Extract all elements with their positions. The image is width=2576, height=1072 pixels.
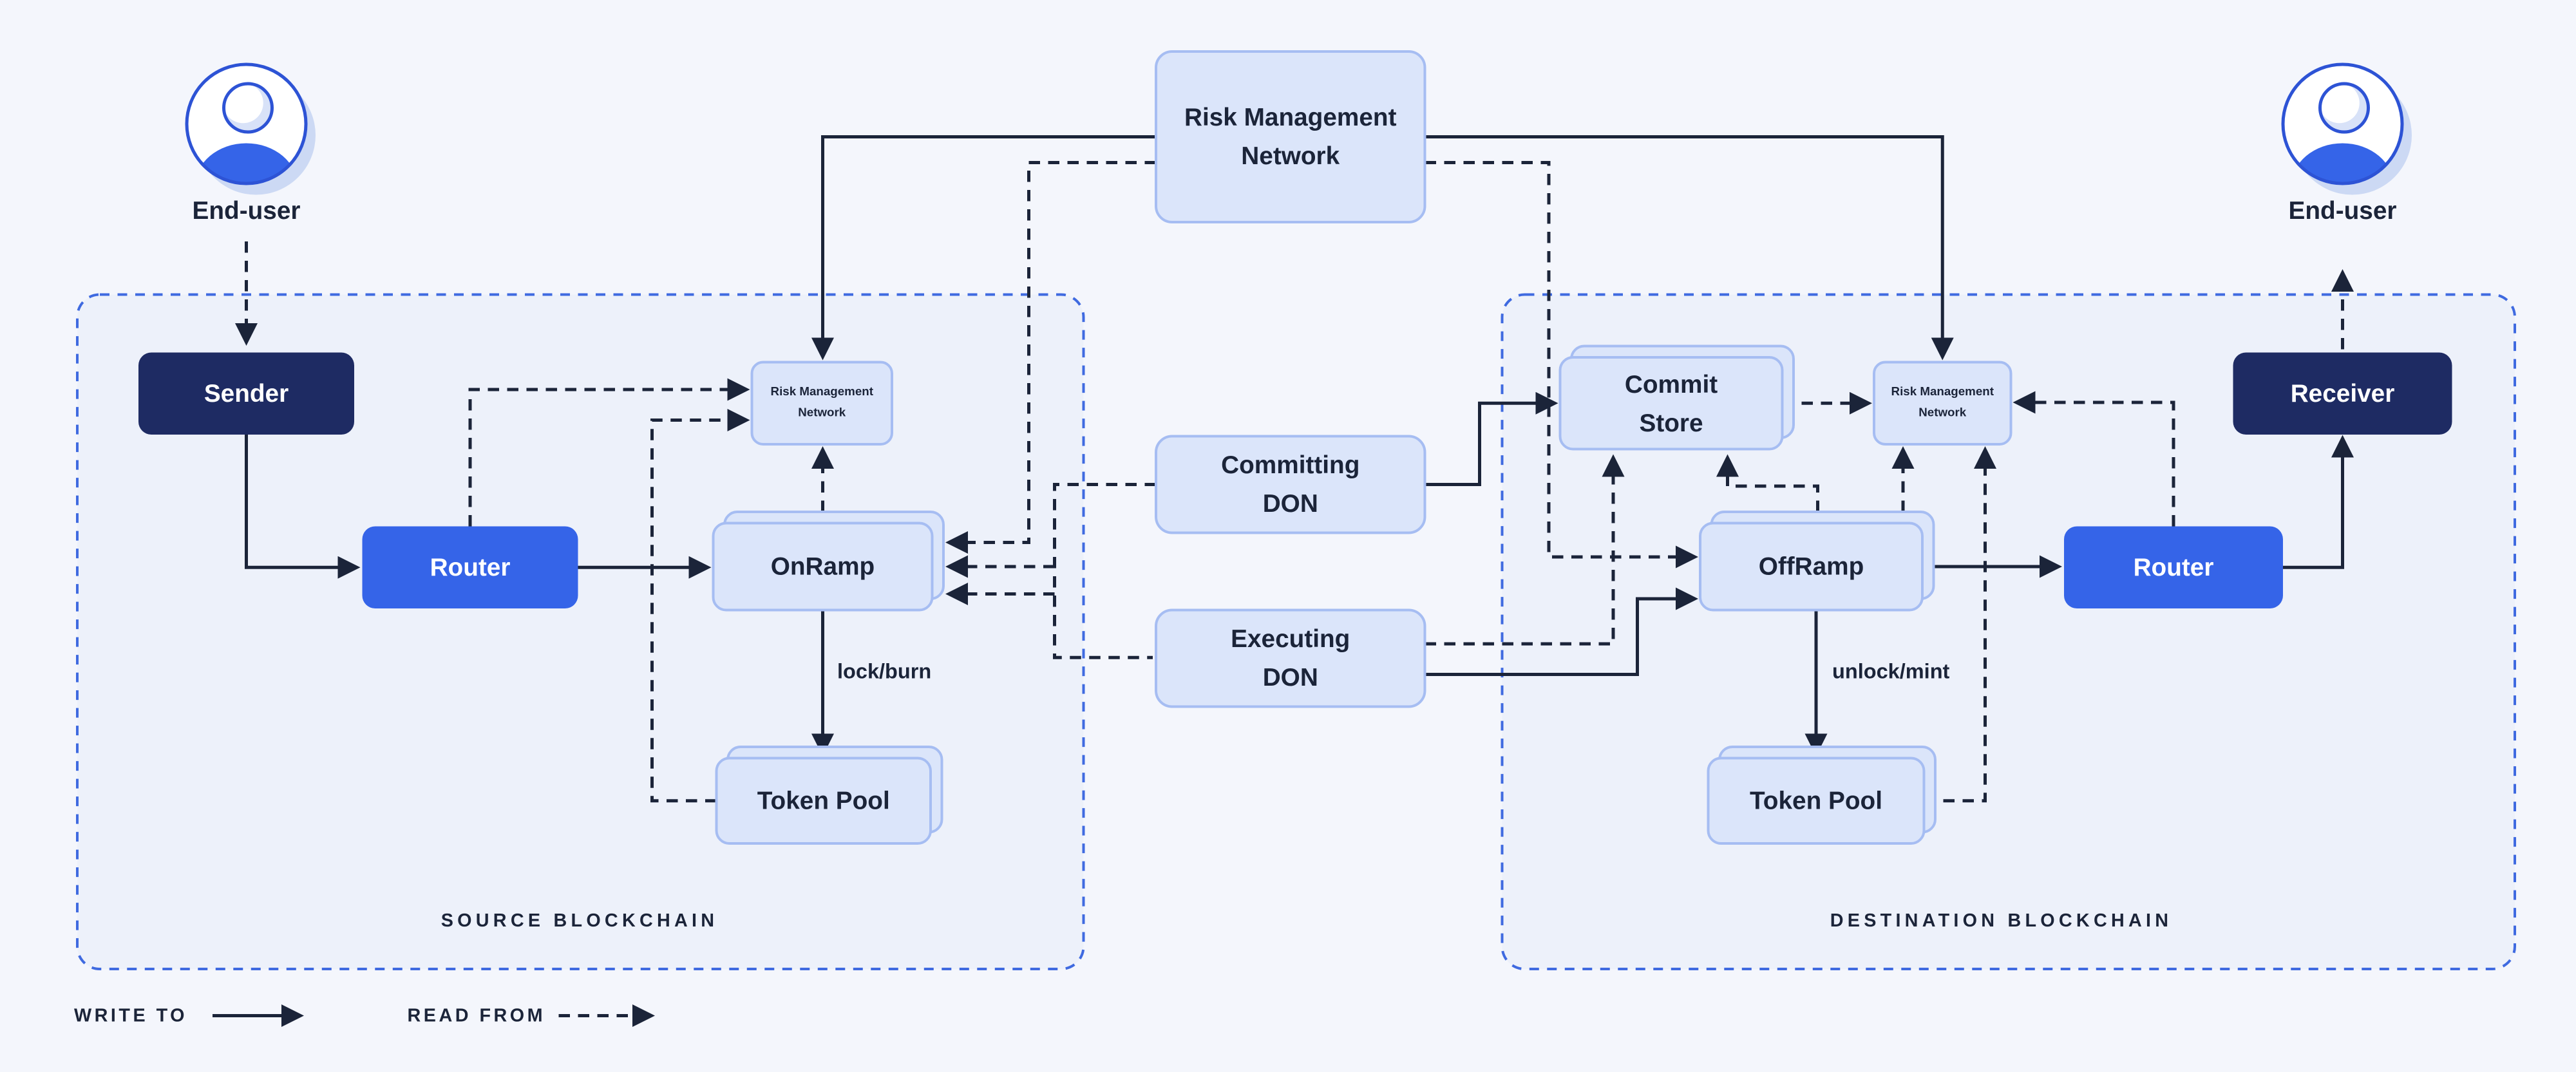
onramp-label: OnRamp <box>771 553 875 581</box>
node-token-pool-dest: Token Pool <box>1707 746 1937 845</box>
node-offramp: OffRamp <box>1699 511 1935 612</box>
edge-executingdon-to-commitstore <box>1425 454 1625 646</box>
solid-edges <box>245 135 2354 757</box>
commit-store-label-line1: Commit <box>1625 371 1718 399</box>
edge-toprmn-to-offramp <box>1425 161 1698 569</box>
edge-sender-to-router <box>245 435 361 579</box>
unlock-mint-label: unlock/mint <box>1832 660 1950 683</box>
top-rmn-label-line2: Network <box>1241 142 1340 170</box>
dashed-edges <box>235 161 2354 803</box>
router-source-label: Router <box>430 554 511 581</box>
edge-tokenpool-to-rmn-dest <box>1924 446 1996 803</box>
node-onramp: OnRamp <box>712 511 945 612</box>
rmn-source-label-line2: Network <box>798 406 846 419</box>
node-token-pool-source: Token Pool <box>715 746 943 845</box>
node-sender: Sender <box>138 352 354 435</box>
legend-write-to-label: WRITE TO <box>74 1006 187 1026</box>
node-rmn-dest: Risk Management Network <box>1873 361 2012 446</box>
node-router-dest: Router <box>2064 526 2283 608</box>
node-rmn-source: Risk Management Network <box>750 361 893 446</box>
committing-don-label-line1: Committing <box>1221 451 1359 479</box>
source-blockchain-label: SOURCE BLOCKCHAIN <box>441 910 719 931</box>
rmn-source-label-line1: Risk Management <box>771 384 874 398</box>
node-executing-don: Executing DON <box>1155 608 1426 708</box>
node-router-source: Router <box>362 526 578 608</box>
node-committing-don: Committing DON <box>1155 435 1426 534</box>
lock-burn-label: lock/burn <box>837 660 931 683</box>
legend-read-from-label: READ FROM <box>408 1006 546 1026</box>
node-receiver: Receiver <box>2233 352 2452 435</box>
executing-don-label-line2: DON <box>1263 664 1318 691</box>
destination-blockchain-label: DESTINATION BLOCKCHAIN <box>1830 910 2172 931</box>
edge-toprmn-to-onramp <box>945 161 1156 554</box>
end-user-left-head <box>223 82 263 124</box>
receiver-label: Receiver <box>2291 380 2395 408</box>
sender-label: Sender <box>204 380 289 408</box>
legend: WRITE TO READ FROM <box>74 1004 655 1027</box>
commit-store-label-line2: Store <box>1639 409 1703 437</box>
edge-committingdon-to-commitstore <box>1425 391 1558 486</box>
edge-router-to-receiver <box>2283 435 2354 569</box>
edge-toprmn-to-rmn-source <box>811 135 1156 361</box>
end-user-right: End-user <box>2281 62 2412 225</box>
node-commit-store: Commit Store <box>1558 344 1795 451</box>
top-rmn-label-line1: Risk Management <box>1184 104 1397 131</box>
rmn-dest-label-line2: Network <box>1918 406 1967 419</box>
node-risk-management-network-top: Risk Management Network <box>1155 50 1426 223</box>
end-user-right-label: End-user <box>2289 197 2397 225</box>
edge-executingdon-to-offramp <box>1425 587 1698 676</box>
edge-tokenpool-to-rmn-source <box>650 409 750 803</box>
router-dest-label: Router <box>2134 554 2214 581</box>
edge-toprmn-to-rmn-dest <box>1425 135 1954 361</box>
token-pool-dest-label: Token Pool <box>1750 787 1882 814</box>
end-user-right-shoulders <box>2291 143 2394 183</box>
edge-router-to-rmn-dest <box>2012 391 2175 527</box>
edge-router-to-rmn-source <box>468 378 750 527</box>
executing-don-label-line1: Executing <box>1231 625 1350 653</box>
committing-don-label-line2: DON <box>1263 490 1318 518</box>
end-user-left: End-user <box>185 62 316 225</box>
rmn-dest-label-line1: Risk Management <box>1891 384 1994 398</box>
offramp-label: OffRamp <box>1759 553 1864 581</box>
end-user-right-head <box>2319 82 2360 124</box>
end-user-left-label: End-user <box>193 197 301 225</box>
end-user-left-shoulders <box>194 143 298 183</box>
token-pool-source-label: Token Pool <box>757 787 890 814</box>
